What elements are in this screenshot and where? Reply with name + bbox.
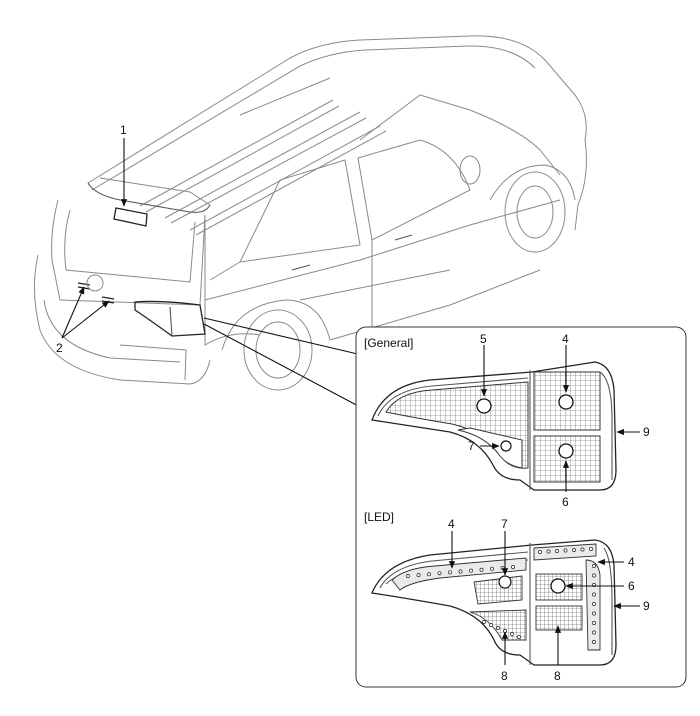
vehicle-illustration	[33, 35, 587, 391]
callout-2: 2	[56, 341, 63, 355]
led-dot	[500, 565, 505, 570]
led-dot	[469, 568, 473, 573]
led-dot	[427, 572, 431, 577]
led-callout-6: 6	[628, 579, 635, 593]
led-dot	[592, 592, 596, 597]
led-dot	[572, 548, 576, 552]
led-dot	[592, 630, 596, 635]
led-dot	[563, 548, 568, 553]
led-dot	[592, 611, 596, 616]
led-dot	[489, 623, 493, 627]
led-callout-8-left: 8	[501, 669, 508, 683]
led-callout-8-right: 8	[554, 669, 561, 683]
led-dot	[589, 547, 593, 551]
led-callout-7: 7	[501, 517, 508, 531]
general-tail-lamp	[371, 361, 617, 491]
led-dot	[517, 635, 521, 639]
section-title-general: [General]	[364, 336, 413, 350]
general-callout-6: 6	[562, 495, 569, 509]
led-dot	[448, 570, 452, 575]
led-callout-4-right: 4	[628, 555, 635, 569]
led-dot	[416, 573, 421, 578]
led-dot	[458, 569, 463, 574]
general-leaders	[480, 345, 640, 492]
general-callout-5: 5	[480, 332, 487, 346]
leader-lines	[61, 138, 363, 409]
led-dot	[592, 564, 596, 568]
led-dot	[437, 571, 442, 576]
section-title-led: [LED]	[364, 510, 394, 524]
general-callout-9: 9	[643, 425, 650, 439]
led-dot	[592, 621, 596, 625]
led-dot	[482, 620, 486, 624]
general-callout-4: 4	[562, 332, 569, 346]
led-dot	[490, 566, 494, 571]
led-dot	[592, 640, 596, 644]
led-dot	[510, 632, 514, 636]
led-dot	[555, 549, 559, 553]
led-dot	[592, 602, 596, 606]
led-dot	[406, 574, 410, 578]
led-dot	[538, 550, 542, 554]
led-callout-4-left: 4	[448, 517, 455, 531]
led-dot	[479, 567, 484, 572]
led-dot	[592, 573, 596, 578]
led-dot	[546, 549, 551, 554]
led-dot	[496, 626, 500, 630]
led-dots	[406, 547, 596, 644]
led-dot	[580, 547, 585, 552]
led-callout-9: 9	[643, 599, 650, 613]
general-callout-7: 7	[468, 439, 475, 453]
led-dot	[511, 565, 515, 569]
callout-1: 1	[120, 123, 127, 137]
led-leaders	[448, 531, 640, 665]
